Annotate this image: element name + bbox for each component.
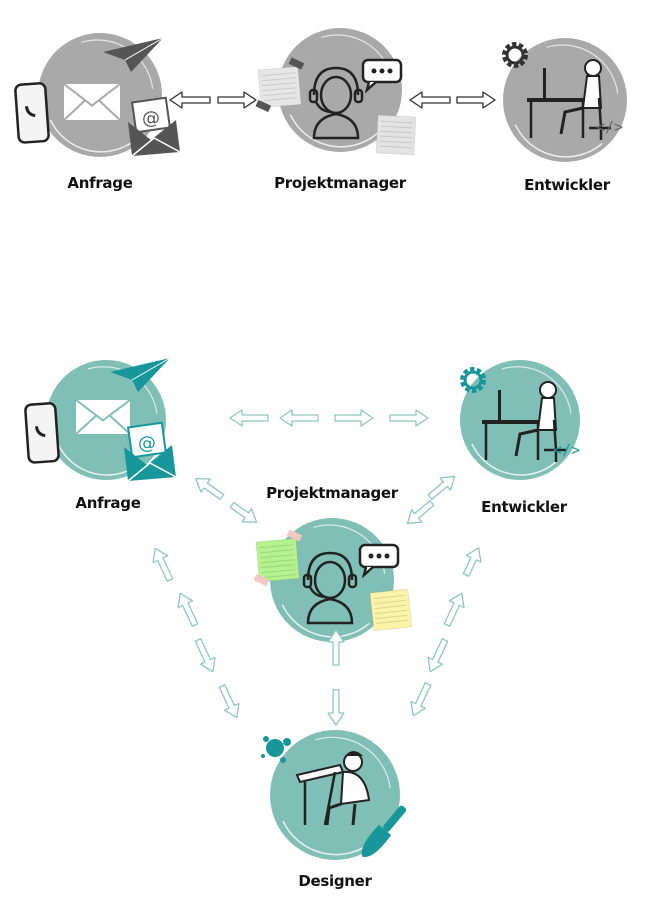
bottom-node-label-designer: Designer (298, 872, 372, 890)
note-icon-2 (375, 114, 417, 156)
envelope-icon (63, 83, 121, 121)
arrow-up (443, 592, 465, 627)
svg-text:</>: </> (553, 441, 580, 459)
arrow-down (327, 689, 345, 726)
bottom-node-label-anfrage: Anfrage (75, 494, 141, 512)
arrow-right (456, 91, 496, 109)
arrow-up-left (195, 477, 225, 501)
bottom-node-label-entwickler: Entwickler (481, 498, 567, 516)
phone-icon (23, 401, 61, 465)
arrow-down-left (406, 500, 435, 525)
open-mail-icon: @ (124, 421, 177, 482)
phone-icon (13, 81, 51, 145)
bottom-node-label-projektmanager: Projektmanager (266, 484, 398, 502)
arrow-down-right (229, 501, 258, 523)
arrow-left (409, 91, 451, 109)
top-node-label-anfrage: Anfrage (67, 174, 133, 192)
note-icon (255, 57, 305, 113)
arrow-left (169, 91, 211, 109)
open-mail-icon: @ (128, 96, 181, 157)
arrow-down (410, 682, 432, 717)
top-node-label-projektmanager: Projektmanager (274, 174, 406, 192)
arrow-up (462, 547, 482, 577)
arrow-down (194, 638, 216, 673)
top-node-label-entwickler: Entwickler (524, 176, 610, 194)
arrow-up (152, 547, 174, 582)
paper-plane-icon (103, 37, 164, 72)
arrow-right (217, 91, 257, 109)
sticky-note-green (253, 529, 303, 587)
svg-text:</>: </> (596, 118, 623, 136)
arrow-up (327, 629, 345, 666)
envelope-icon (75, 399, 131, 435)
gear-icon (463, 370, 483, 390)
at-sign: @ (138, 433, 156, 454)
paint-brush-icon (361, 805, 407, 858)
arrow-left (279, 409, 319, 427)
arrow-up (177, 592, 199, 627)
gear-icon (505, 45, 525, 65)
code-icon: </> (596, 118, 623, 136)
arrow-down (427, 638, 449, 673)
paper-plane-icon (110, 357, 171, 392)
arrow-right (389, 409, 429, 427)
designer-at-drawing-table-icon (295, 751, 371, 826)
arrow-up-right (427, 475, 456, 500)
paint-splash-icon (261, 736, 291, 763)
sticky-note-yellow (369, 588, 413, 632)
arrow-right (334, 409, 374, 427)
code-icon: </> (553, 441, 580, 459)
at-sign: @ (142, 108, 160, 129)
arrow-left (229, 409, 269, 427)
arrow-down (218, 684, 240, 719)
